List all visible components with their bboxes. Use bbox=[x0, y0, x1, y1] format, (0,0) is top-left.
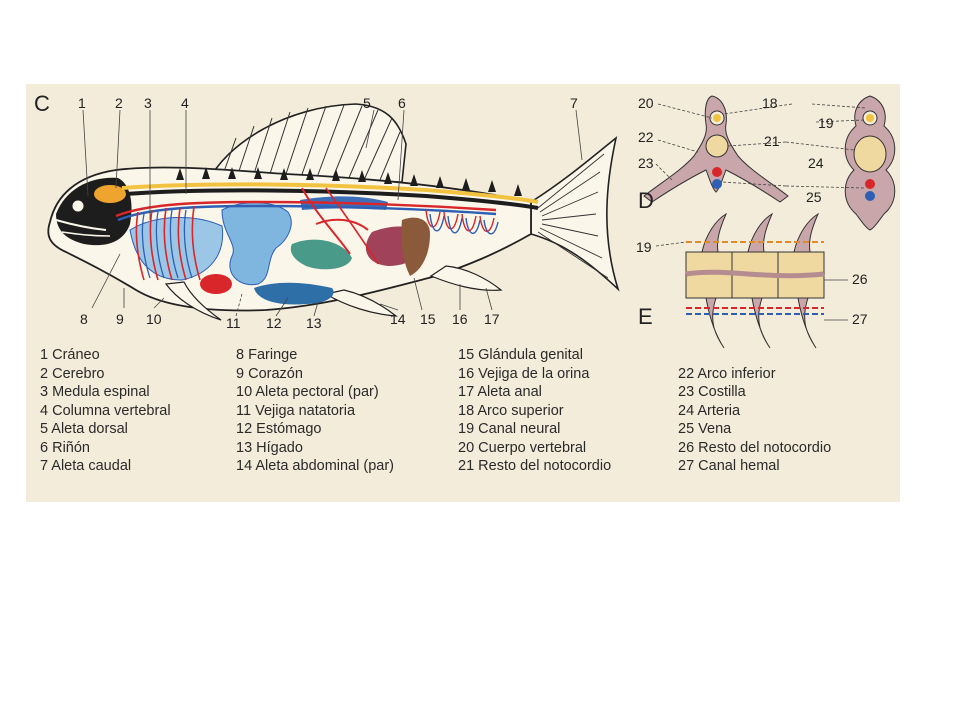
panel-d-vertebra: 20 18 19 21 22 23 24 25 D bbox=[638, 95, 896, 231]
legend-item: 4 Columna vertebral bbox=[40, 402, 171, 419]
callout-9: 9 bbox=[116, 311, 124, 327]
legend-item: 11 Vejiga natatoria bbox=[236, 402, 356, 419]
brain bbox=[94, 185, 126, 203]
dorsal-fin-rays bbox=[220, 104, 401, 181]
pectoral-fin bbox=[164, 281, 222, 321]
legend-item: 12 Estómago bbox=[236, 421, 322, 437]
legend-item: 27 Canal hemal bbox=[678, 458, 780, 474]
legend-column-1: 1 Cráneo 2 Cerebro 3 Medula espinal 4 Co… bbox=[40, 346, 171, 476]
panel-e-leaders bbox=[655, 241, 848, 321]
legend-item: 19 Canal neural bbox=[458, 421, 561, 437]
gill-arteries bbox=[135, 205, 201, 281]
panel-e-column: 19 26 27 E bbox=[636, 212, 868, 349]
callout-8: 8 bbox=[80, 311, 88, 327]
vertebral-column bbox=[125, 188, 539, 210]
callout-22: 22 bbox=[638, 129, 654, 145]
legend: 1 Cráneo 2 Cerebro 3 Medula espinal 4 Co… bbox=[40, 346, 890, 486]
legend-item: 5 Aleta dorsal bbox=[40, 421, 128, 437]
legend-item: 25 Vena bbox=[678, 421, 732, 437]
stomach bbox=[254, 282, 334, 305]
legend-item: 9 Corazón bbox=[236, 365, 303, 382]
callout-4: 4 bbox=[181, 95, 189, 111]
callout-16: 16 bbox=[452, 311, 468, 327]
dorsal-artery bbox=[115, 200, 497, 218]
liver bbox=[290, 239, 352, 270]
callout-leader-lines bbox=[82, 109, 583, 317]
eye-icon bbox=[71, 199, 85, 213]
callout-19-e: 19 bbox=[636, 239, 652, 255]
legend-item: 22 Arco inferior bbox=[678, 365, 776, 382]
pharynx-region bbox=[129, 217, 224, 281]
callout-11: 11 bbox=[226, 315, 241, 331]
fish-head bbox=[55, 177, 132, 246]
fish-anatomy-diagram: C 1 2 3 4 5 6 7 8 9 10 11 12 13 14 15 16… bbox=[34, 91, 896, 349]
heart bbox=[200, 274, 232, 294]
callout-2: 2 bbox=[115, 95, 123, 111]
legend-item: 23 Costilla bbox=[678, 384, 746, 400]
caudal-fin-rays bbox=[537, 153, 609, 279]
callout-20: 20 bbox=[638, 95, 654, 111]
swim-bladder bbox=[221, 202, 292, 286]
abdominal-fin bbox=[324, 289, 398, 317]
callout-19-d: 19 bbox=[818, 115, 834, 131]
panel-label-e: E bbox=[638, 304, 653, 329]
legend-item: 2 Cerebro bbox=[40, 365, 105, 382]
legend-item: 6 Riñón bbox=[40, 439, 90, 456]
callout-27: 27 bbox=[852, 311, 868, 327]
fish-body bbox=[47, 103, 620, 321]
legend-column-2: 8 Faringe 9 Corazón 10 Aleta pectoral (p… bbox=[236, 346, 394, 476]
legend-item: 17 Aleta anal bbox=[458, 384, 542, 400]
panel-label-c: C bbox=[34, 91, 50, 116]
legend-item: 21 Resto del notocordio bbox=[458, 458, 612, 474]
urinary-bladder bbox=[401, 217, 430, 276]
caudal-fin bbox=[530, 135, 620, 292]
legend-item: 24 Arteria bbox=[678, 402, 741, 419]
callout-26: 26 bbox=[852, 271, 868, 287]
anatomy-plate: C 1 2 3 4 5 6 7 8 9 10 11 12 13 14 15 16… bbox=[26, 84, 900, 502]
legend-item: 13 Hígado bbox=[236, 439, 303, 456]
callout-12: 12 bbox=[266, 315, 282, 331]
legend-item: 7 Aleta caudal bbox=[40, 458, 132, 474]
callout-13: 13 bbox=[306, 315, 322, 331]
legend-item: 18 Arco superior bbox=[458, 402, 564, 419]
artery-dot bbox=[712, 167, 722, 177]
legend-column-4: 22 Arco inferior 23 Costilla 24 Arteria … bbox=[678, 365, 831, 476]
callout-6: 6 bbox=[398, 95, 406, 111]
callout-23: 23 bbox=[638, 155, 654, 171]
legend-item: 16 Vejiga de la orina bbox=[458, 365, 590, 382]
callout-14: 14 bbox=[390, 311, 406, 327]
callout-24: 24 bbox=[808, 155, 824, 171]
callout-15: 15 bbox=[420, 311, 436, 327]
legend-item: 10 Aleta pectoral (par) bbox=[236, 384, 379, 400]
legend-item: 8 Faringe bbox=[236, 347, 298, 363]
callout-5: 5 bbox=[363, 95, 371, 111]
anal-fin bbox=[429, 265, 503, 291]
legend-item: 3 Medula espinal bbox=[40, 384, 150, 400]
legend-item: 15 Glándula genital bbox=[458, 347, 583, 363]
callout-25: 25 bbox=[806, 189, 822, 205]
legend-item: 20 Cuerpo vertebral bbox=[458, 439, 587, 456]
hemal-arches bbox=[705, 297, 817, 349]
gill-veins bbox=[141, 209, 193, 279]
legend-item: 1 Cráneo bbox=[40, 347, 100, 363]
callout-17: 17 bbox=[484, 311, 500, 327]
panel-d-leaders bbox=[655, 103, 867, 189]
callout-18: 18 bbox=[762, 95, 778, 111]
caudal-loops-vein bbox=[429, 213, 499, 235]
legend-item: 26 Resto del notocordio bbox=[678, 439, 832, 456]
callout-21: 21 bbox=[764, 133, 780, 149]
neural-spines bbox=[176, 167, 522, 196]
callout-3: 3 bbox=[144, 95, 152, 111]
vein-dot bbox=[712, 179, 722, 189]
callout-7: 7 bbox=[570, 95, 578, 111]
panel-label-d: D bbox=[638, 188, 654, 213]
neural-arches bbox=[701, 212, 820, 253]
spinal-cord bbox=[121, 182, 539, 204]
callout-1: 1 bbox=[78, 95, 86, 111]
callout-10: 10 bbox=[146, 311, 162, 327]
legend-column-3: 15 Glándula genital 16 Vejiga de la orin… bbox=[458, 346, 611, 476]
legend-item: 14 Aleta abdominal (par) bbox=[236, 458, 394, 474]
